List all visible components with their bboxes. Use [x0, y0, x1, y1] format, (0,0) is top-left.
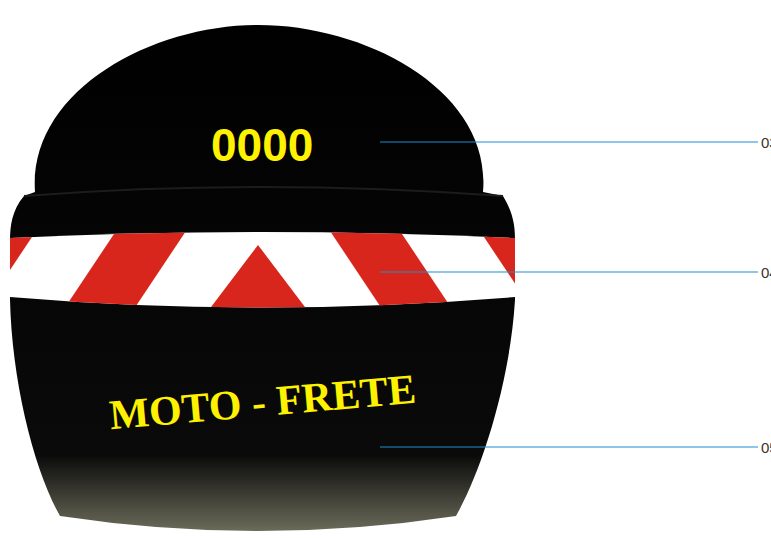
helmet-number: 0000 — [211, 122, 313, 168]
band-stripes — [0, 225, 606, 315]
callout-number: 04 — [761, 265, 771, 280]
callout-number: 03 — [761, 135, 771, 150]
helmet-shell — [10, 25, 515, 531]
callout-number: 05 — [761, 440, 771, 455]
leader-lines — [380, 142, 758, 447]
visor-rim — [24, 187, 503, 196]
